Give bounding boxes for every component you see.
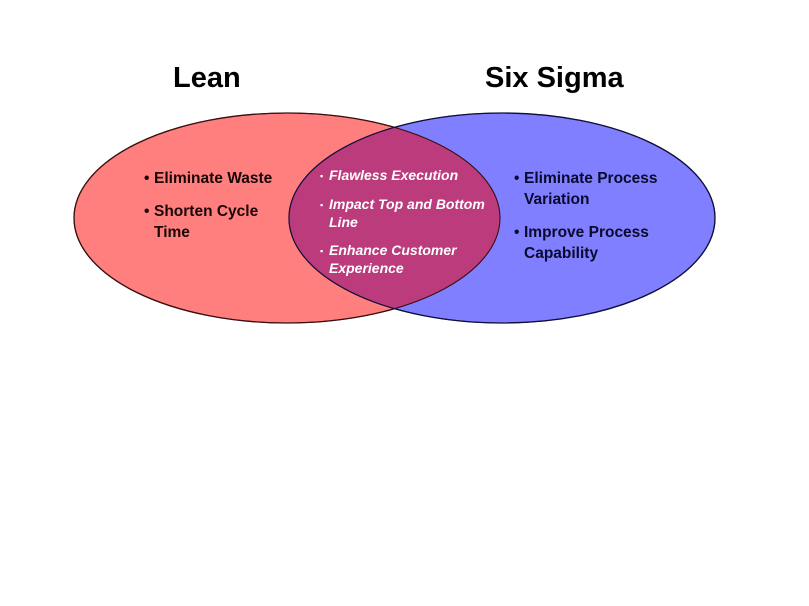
bullet-icon: • (144, 170, 150, 187)
square-bullet-icon: ▪ (320, 200, 324, 210)
six-sigma-item-text: Eliminate Process Variation (524, 170, 658, 208)
lean-ellipse-outline (73, 112, 501, 324)
six-sigma-ellipse-outline (288, 112, 716, 324)
six-sigma-item: •Eliminate Process Variation (514, 168, 714, 210)
overlap-list: ▪ Flawless Execution ▪ Impact Top and Bott… (320, 166, 490, 287)
bullet-icon: • (514, 224, 520, 241)
six-sigma-item: •Improve Process Capability (514, 222, 714, 264)
bullet-icon: • (144, 203, 150, 220)
lean-title: Lean (173, 62, 241, 94)
six-sigma-list: •Eliminate Process Variation •Improve Pr… (514, 168, 714, 276)
lean-item: •Eliminate Waste (144, 168, 284, 189)
overlap-item: ▪ Impact Top and Bottom Line (320, 195, 490, 231)
square-bullet-icon: ▪ (320, 171, 324, 181)
lean-item: •Shorten Cycle Time (144, 201, 284, 243)
overlap-item-text: Enhance Customer Experience (329, 242, 457, 276)
lean-item-text: Shorten Cycle Time (154, 203, 259, 241)
lean-item-text: Eliminate Waste (154, 170, 273, 187)
overlap-item-text: Impact Top and Bottom Line (329, 196, 485, 230)
square-bullet-icon: ▪ (320, 246, 324, 256)
overlap-item: ▪ Flawless Execution (320, 166, 490, 184)
six-sigma-item-text: Improve Process Capability (524, 224, 649, 262)
bullet-icon: • (514, 170, 520, 187)
six-sigma-title: Six Sigma (485, 62, 624, 94)
overlap-item: ▪ Enhance Customer Experience (320, 241, 490, 277)
overlap-item-text: Flawless Execution (329, 167, 459, 183)
overlap-region (289, 113, 500, 323)
lean-list: •Eliminate Waste •Shorten Cycle Time (144, 168, 284, 255)
